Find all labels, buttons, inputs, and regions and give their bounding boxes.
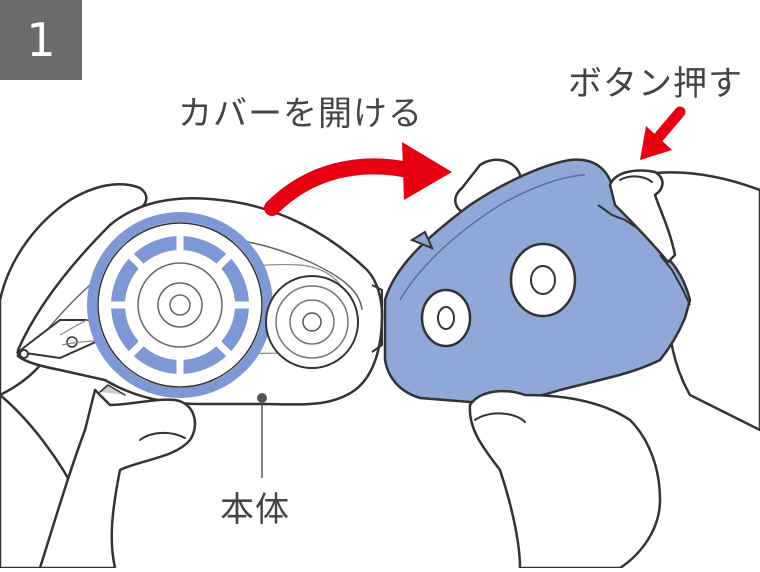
step-number: 1 bbox=[26, 13, 56, 67]
press-button-label: ボタン押す bbox=[568, 64, 743, 104]
body-label: 本体 bbox=[220, 490, 290, 530]
nozzle-pin bbox=[19, 349, 29, 359]
tape-cover bbox=[383, 158, 692, 404]
down-left-arrow-icon bbox=[640, 106, 686, 160]
nozzle-pin-2 bbox=[66, 336, 78, 348]
cover-hole-small-inner bbox=[437, 306, 455, 330]
cover-notch-2 bbox=[659, 254, 691, 306]
cover-hole-large bbox=[509, 242, 577, 318]
take-up-wheel bbox=[265, 275, 359, 369]
left-thumb bbox=[38, 384, 197, 570]
open-cover-label: カバーを開ける bbox=[178, 94, 423, 134]
cover-hole-large-inner bbox=[530, 265, 556, 295]
step-number-badge: 1 bbox=[0, 0, 82, 80]
cover-left-tab bbox=[409, 230, 434, 250]
curved-arrow-icon bbox=[264, 142, 452, 216]
supply-wheel bbox=[87, 212, 273, 398]
right-hand-front bbox=[468, 169, 677, 570]
tape-body bbox=[15, 197, 384, 478]
body-hinge bbox=[371, 284, 383, 353]
cover-hole-small bbox=[420, 288, 472, 348]
body-pointer-dot bbox=[257, 393, 267, 403]
cover-inner-edge bbox=[399, 174, 586, 301]
